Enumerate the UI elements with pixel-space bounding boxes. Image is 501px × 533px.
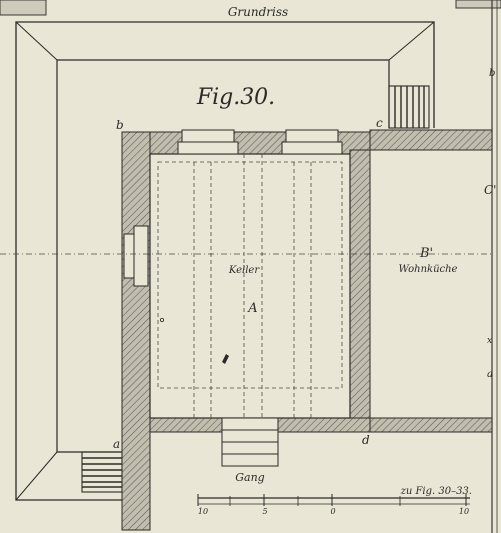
scale-tick-label: 10: [459, 507, 469, 516]
edge-label-x: x: [487, 336, 492, 346]
edge-label-b: b: [489, 68, 495, 79]
corner-label-b: b: [116, 118, 124, 132]
caption-grundriss: Grundriss: [228, 5, 288, 19]
point-label-B: B': [419, 246, 433, 261]
edge-label-C: C': [484, 183, 496, 197]
point-label-A: A: [247, 301, 257, 316]
mark-blot: [222, 354, 229, 364]
wall-openings: [123, 129, 343, 287]
outer-frame: [15, 21, 435, 501]
stairs-upper-right: [388, 85, 430, 129]
stairs-lower-left: [81, 451, 123, 493]
dashed-joists: [157, 154, 343, 418]
corner-label-d: d: [362, 433, 370, 447]
corner-label-c: c: [376, 116, 383, 130]
corner-label-a: a: [113, 437, 120, 451]
scale-tick-label: 0: [330, 507, 335, 516]
edge-label-a: a: [487, 369, 493, 380]
room-label-wohnkuche: Wohnküche: [399, 264, 458, 275]
neighbor-fragment-right: [455, 0, 501, 9]
cellar-room: [149, 153, 351, 419]
scale-note: zu Fig. 30–33.: [400, 486, 472, 497]
scale-tick-label: 10: [198, 507, 208, 516]
figure-title: Fig.30.: [196, 85, 275, 110]
entrance-steps: [221, 417, 279, 467]
mark-dot: [159, 317, 164, 322]
room-label-gang: Gang: [235, 471, 264, 484]
neighbor-fragment-left: [0, 0, 47, 16]
scale-tick-label: 5: [262, 507, 267, 516]
room-label-keller: Keller: [228, 265, 260, 276]
scale-bar: [197, 494, 470, 506]
